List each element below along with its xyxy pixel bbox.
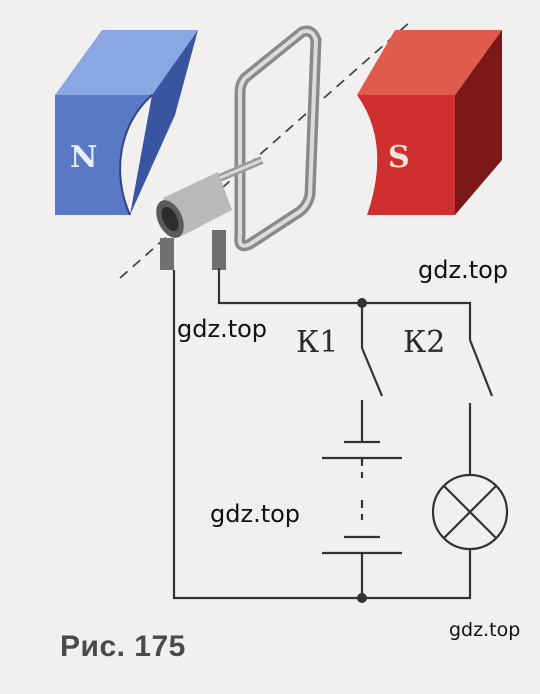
south-pole-label: S: [388, 140, 410, 175]
switch-k1: [360, 347, 384, 397]
commutator: [156, 156, 264, 270]
switch-k2: [468, 339, 494, 397]
watermark-4: gdz.top: [449, 619, 520, 641]
battery-symbol: [322, 440, 402, 555]
switch-k2-label: К2: [403, 325, 445, 360]
lamp-symbol: [431, 473, 509, 551]
coil-frame: [234, 25, 322, 252]
watermark-2: gdz.top: [177, 315, 267, 343]
south-magnet: S: [357, 30, 502, 215]
junction-top: [357, 298, 367, 308]
north-magnet: N: [55, 30, 198, 216]
watermark-3: gdz.top: [210, 500, 300, 528]
switch-k1-label: К1: [296, 325, 338, 360]
junction-bottom: [357, 593, 367, 603]
rotation-axis-line: [119, 21, 411, 279]
north-pole-label: N: [70, 140, 97, 175]
circuit-wires: [172, 268, 472, 603]
watermark-1: gdz.top: [418, 256, 508, 284]
figure-caption: Рис. 175: [60, 630, 186, 663]
